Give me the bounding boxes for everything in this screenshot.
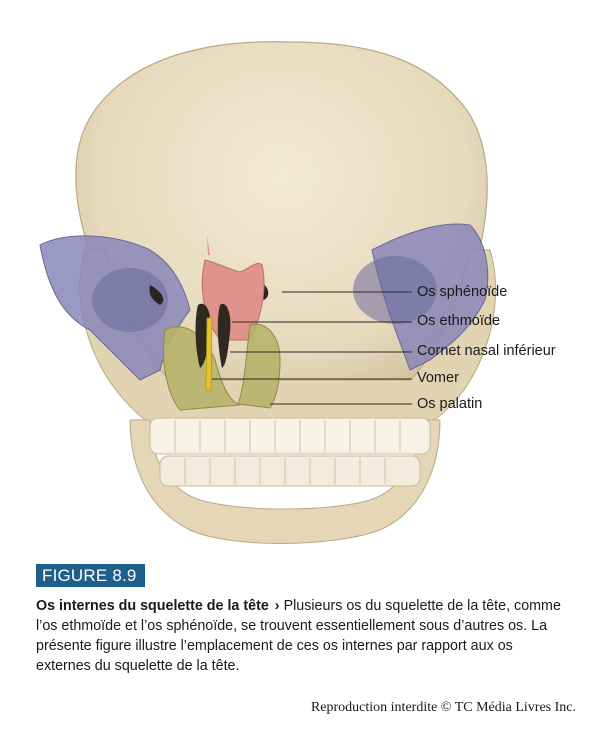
- palatine-bone-right: [237, 323, 281, 409]
- copyright-notice: Reproduction interdite © TC Média Livres…: [310, 700, 576, 715]
- label-inferior-nasal-concha: Cornet nasal inférieur: [417, 343, 556, 359]
- caption-separator: ›: [274, 598, 280, 614]
- right-orbit: [353, 256, 437, 324]
- skull-illustration: [39, 41, 497, 544]
- label-ethmoid: Os ethmoïde: [417, 313, 501, 329]
- palatine-bone: [162, 326, 241, 411]
- caption-title: Os internes du squelette de la tête: [36, 598, 269, 614]
- label-vomer: Vomer: [417, 370, 459, 386]
- figure-badge: FIGURE 8.9: [36, 564, 145, 587]
- leader-lines: [212, 291, 412, 405]
- figure-caption: Os internes du squelette de la tête ›Plus…: [36, 596, 566, 676]
- caption-text: Plusieurs os du squelette de la tête, co…: [36, 598, 561, 674]
- vomer-bone: [205, 317, 213, 391]
- upper-teeth: [149, 417, 431, 455]
- lower-teeth: [159, 455, 421, 487]
- left-orbit: [92, 268, 168, 332]
- label-palatine: Os palatin: [417, 396, 483, 412]
- mandible: [129, 419, 441, 544]
- label-sphenoid: Os sphénoïde: [417, 284, 508, 300]
